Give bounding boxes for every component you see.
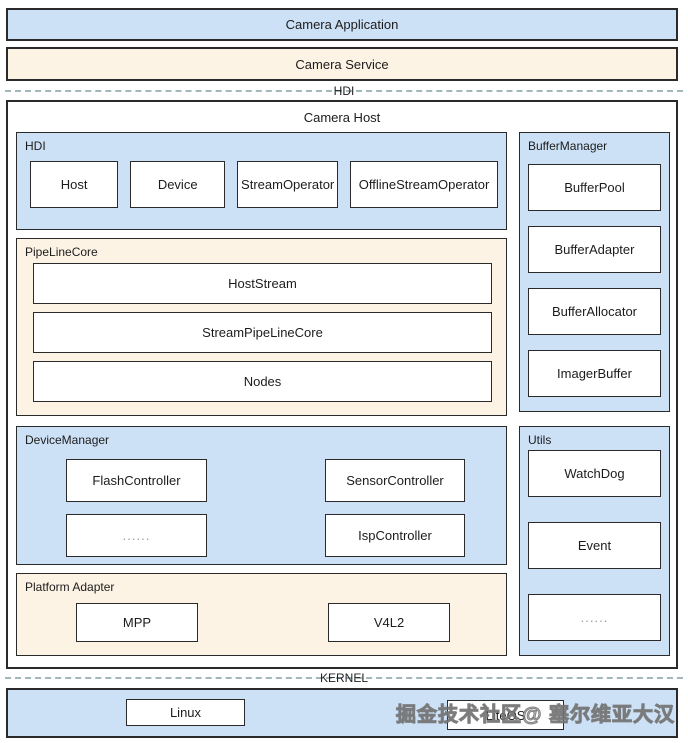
bufferadapter-box: BufferAdapter xyxy=(528,226,661,273)
utils-panel-label: Utils xyxy=(528,433,552,448)
camera-service-label: Camera Service xyxy=(295,56,389,72)
camera-host-left-column: HDI Host Device StreamOperator OfflineSt… xyxy=(16,132,507,656)
buffermanager-panel: BufferManager BufferPool BufferAdapter B… xyxy=(519,132,670,413)
platform-adapter-panel: Platform Adapter MPP V4L2 xyxy=(16,573,507,656)
kernel-layer: Linux LiteOS xyxy=(6,688,678,738)
hdi-panel: HDI Host Device StreamOperator OfflineSt… xyxy=(16,132,507,231)
hdi-divider-label: HDI xyxy=(333,84,355,98)
pipelinecore-stack: HostStream StreamPipeLineCore Nodes xyxy=(33,263,492,403)
watchdog-box: WatchDog xyxy=(528,450,661,498)
camera-host-container: Camera Host HDI Host Device StreamOperat… xyxy=(6,100,678,669)
imagerbuffer-box: ImagerBuffer xyxy=(528,350,661,397)
hdi-panel-label: HDI xyxy=(25,139,46,153)
kernel-divider-label: KERNEL xyxy=(319,671,369,685)
streampipelinecore-box: StreamPipeLineCore xyxy=(33,312,492,354)
ispcontroller-box: IspController xyxy=(325,514,465,558)
linux-box: Linux xyxy=(126,699,245,726)
camera-application-layer: Camera Application xyxy=(6,8,678,41)
offline-stream-operator-box: OfflineStreamOperator xyxy=(350,161,499,208)
stream-operator-box: StreamOperator xyxy=(237,161,339,208)
buffermanager-stack: BufferPool BufferAdapter BufferAllocator… xyxy=(528,164,661,397)
bufferallocator-box: BufferAllocator xyxy=(528,288,661,335)
buffermanager-panel-label: BufferManager xyxy=(528,139,608,153)
hdi-boundary-divider: HDI xyxy=(0,84,688,98)
devicemanager-grid: FlashController SensorController ...... … xyxy=(25,459,498,558)
kernel-dashed-line xyxy=(5,677,683,679)
utils-ellipsis-box: ...... xyxy=(528,594,661,642)
devicemanager-panel: DeviceManager FlashController SensorCont… xyxy=(16,426,507,566)
host-box: Host xyxy=(30,161,119,208)
pipelinecore-panel: PipeLineCore HostStream StreamPipeLineCo… xyxy=(16,238,507,417)
hdi-dashed-line xyxy=(5,90,683,92)
kernel-boundary-divider: KERNEL xyxy=(0,671,688,685)
flashcontroller-box: FlashController xyxy=(66,459,207,503)
event-box: Event xyxy=(528,522,661,570)
mpp-box: MPP xyxy=(76,603,198,643)
camera-host-title: Camera Host xyxy=(303,109,381,125)
camera-service-layer: Camera Service xyxy=(6,47,678,81)
camera-host-columns: HDI Host Device StreamOperator OfflineSt… xyxy=(16,132,670,656)
utils-panel: Utils WatchDog Event ...... xyxy=(519,426,670,656)
devicemanager-ellipsis-box: ...... xyxy=(66,514,207,558)
platform-adapter-grid: MPP V4L2 xyxy=(25,603,498,643)
hoststream-box: HostStream xyxy=(33,263,492,305)
camera-application-label: Camera Application xyxy=(285,17,399,32)
watermark-text: 掘金技术社区@ 塞尔维亚大汉 xyxy=(395,704,676,727)
device-box: Device xyxy=(130,161,226,208)
hdi-panel-row: Host Device StreamOperator OfflineStream… xyxy=(30,161,499,208)
devicemanager-panel-label: DeviceManager xyxy=(25,433,110,448)
camera-host-right-column: BufferManager BufferPool BufferAdapter B… xyxy=(519,132,670,656)
nodes-box: Nodes xyxy=(33,361,492,403)
bufferpool-box: BufferPool xyxy=(528,164,661,211)
platform-adapter-panel-label: Platform Adapter xyxy=(25,580,115,595)
v4l2-box: V4L2 xyxy=(328,603,450,643)
sensorcontroller-box: SensorController xyxy=(325,459,465,503)
liteos-box: LiteOS xyxy=(447,700,564,730)
pipelinecore-panel-label: PipeLineCore xyxy=(25,245,98,260)
utils-stack: WatchDog Event ...... xyxy=(528,450,661,642)
